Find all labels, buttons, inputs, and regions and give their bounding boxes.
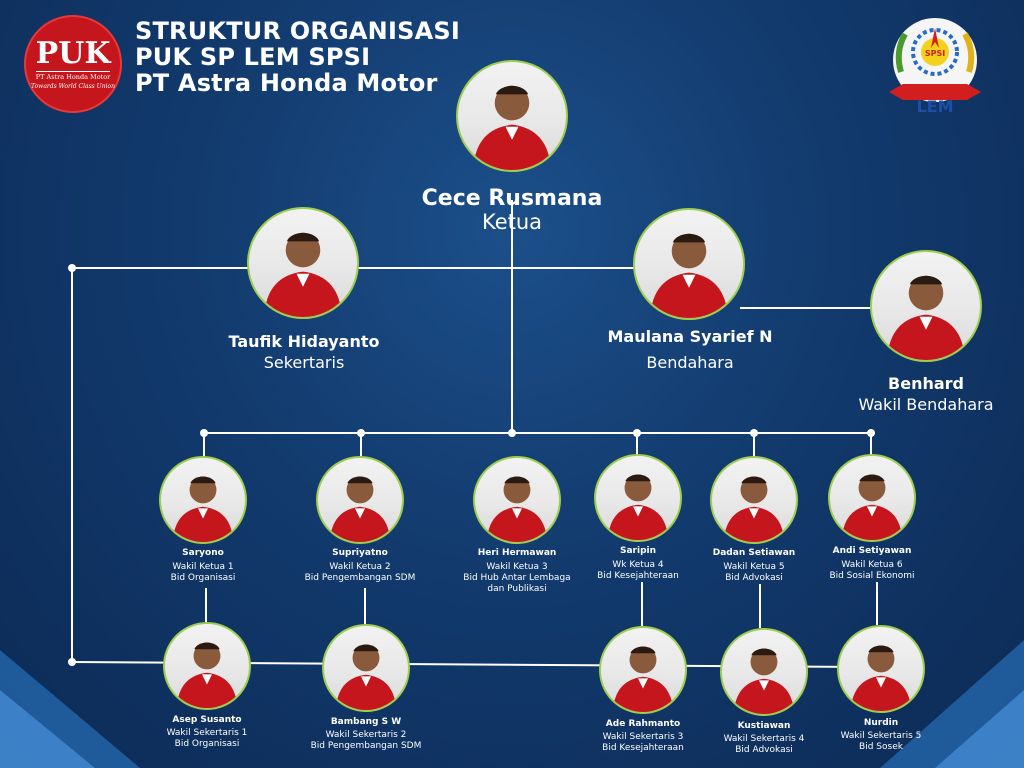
vice-secretary-name: Asep Susanto bbox=[172, 715, 242, 725]
vice-chair-photo bbox=[710, 456, 798, 544]
vice-chair-photo bbox=[159, 456, 247, 544]
treasurer-name: Maulana Syarief N bbox=[607, 327, 773, 346]
vice-secretary-name: Nurdin bbox=[863, 718, 899, 728]
connector-node bbox=[633, 429, 641, 437]
connector-node bbox=[750, 429, 758, 437]
vice-chair-photo bbox=[594, 454, 682, 542]
vice-secretary-photo bbox=[163, 622, 251, 710]
connector-node bbox=[68, 264, 76, 272]
title-line-2: PUK SP LEM SPSI bbox=[135, 43, 371, 71]
vice-chair-photo bbox=[828, 454, 916, 542]
vice-chair-field-2: dan Publikasi bbox=[487, 584, 547, 594]
treasurer-photo bbox=[633, 208, 745, 320]
vice-secretary-photo bbox=[837, 625, 925, 713]
vice-secretary-name: Bambang S W bbox=[330, 717, 402, 727]
chair-name: Cece Rusmana bbox=[421, 186, 603, 211]
vice-secretary-role: Wakil Sekertaris 5 bbox=[840, 731, 922, 741]
page-title: STRUKTUR ORGANISASI PUK SP LEM SPSI PT A… bbox=[135, 18, 460, 96]
puk-logo-text: PUK bbox=[35, 35, 111, 71]
vice-chair-role: Wakil Ketua 2 bbox=[329, 562, 391, 572]
connector-node bbox=[200, 429, 208, 437]
vice-chair-field: Bid Hub Antar Lembaga bbox=[463, 573, 571, 583]
vice-chair-name: Dadan Setiawan bbox=[712, 548, 796, 558]
vice-chair-role: Wakil Ketua 6 bbox=[841, 560, 903, 570]
vice-treasurer-name: Benhard bbox=[888, 374, 964, 393]
secretary-role: Sekertaris bbox=[263, 353, 345, 372]
vice-chair-field: Bid Advokasi bbox=[725, 573, 783, 583]
vice-chair-photo bbox=[316, 456, 404, 544]
lem-logo-spsi-text: SPSI bbox=[925, 49, 945, 58]
vice-secretary-name: Kustiawan bbox=[737, 721, 791, 731]
title-line-1: STRUKTUR ORGANISASI bbox=[135, 17, 460, 45]
puk-logo: PUK PT Astra Honda Motor Towards World C… bbox=[24, 15, 122, 113]
lem-spsi-logo: SPSI LEM bbox=[889, 18, 981, 116]
vice-secretary-photo bbox=[322, 624, 410, 712]
puk-logo-tagline: Towards World Class Union bbox=[31, 82, 115, 90]
puk-logo-company: PT Astra Honda Motor bbox=[35, 70, 111, 81]
vice-secretary-photo bbox=[720, 628, 808, 716]
vice-secretary-role: Wakil Sekertaris 3 bbox=[602, 732, 684, 742]
vice-chair-name: Saripin bbox=[619, 546, 656, 556]
title-line-3: PT Astra Honda Motor bbox=[135, 69, 438, 97]
vice-chair-role: Wakil Ketua 3 bbox=[486, 562, 548, 572]
connector-node bbox=[357, 429, 365, 437]
vice-chair-photo bbox=[473, 456, 561, 544]
vice-chair-name: Saryono bbox=[182, 548, 224, 558]
vice-chair-name: Supriyatno bbox=[332, 548, 388, 558]
vice-secretary-role: Wakil Sekertaris 4 bbox=[723, 734, 805, 744]
connector-node bbox=[508, 429, 516, 437]
secretary-name: Taufik Hidayanto bbox=[228, 332, 380, 351]
chair-photo bbox=[456, 60, 568, 172]
vice-secretary-photo bbox=[599, 626, 687, 714]
connector-node bbox=[68, 658, 76, 666]
vice-chair-role: Wk Ketua 4 bbox=[612, 560, 664, 570]
vice-chair-name: Heri Hermawan bbox=[477, 548, 557, 558]
vice-secretary-field: Bid Kesejahteraan bbox=[602, 743, 684, 753]
vice-treasurer-role: Wakil Bendahara bbox=[858, 395, 994, 414]
vice-chair-field: Bid Pengembangan SDM bbox=[304, 573, 416, 583]
vice-chair-role: Wakil Ketua 5 bbox=[723, 562, 785, 572]
vice-secretary-role: Wakil Sekertaris 2 bbox=[325, 730, 407, 740]
vice-secretary-field: Bid Sosek bbox=[859, 742, 903, 752]
vice-chair-field: Bid Sosial Ekonomi bbox=[829, 571, 915, 581]
vice-secretary-field: Bid Advokasi bbox=[735, 745, 793, 755]
vice-chair-role: Wakil Ketua 1 bbox=[172, 562, 234, 572]
treasurer-role: Bendahara bbox=[646, 353, 734, 372]
vice-treasurer-photo bbox=[870, 250, 982, 362]
vice-secretary-name: Ade Rahmanto bbox=[605, 719, 681, 729]
chair-role: Ketua bbox=[481, 210, 543, 234]
vice-secretary-field: Bid Pengembangan SDM bbox=[310, 741, 422, 751]
vice-chair-field: Bid Organisasi bbox=[170, 573, 236, 583]
vice-secretary-role: Wakil Sekertaris 1 bbox=[166, 728, 248, 738]
vice-chair-field: Bid Kesejahteraan bbox=[597, 571, 679, 581]
vice-chair-name: Andi Setiyawan bbox=[832, 546, 912, 556]
secretary-photo bbox=[247, 207, 359, 319]
connector-node bbox=[867, 429, 875, 437]
vice-secretary-field: Bid Organisasi bbox=[174, 739, 240, 749]
lem-logo-lem-text: LEM bbox=[916, 97, 953, 116]
